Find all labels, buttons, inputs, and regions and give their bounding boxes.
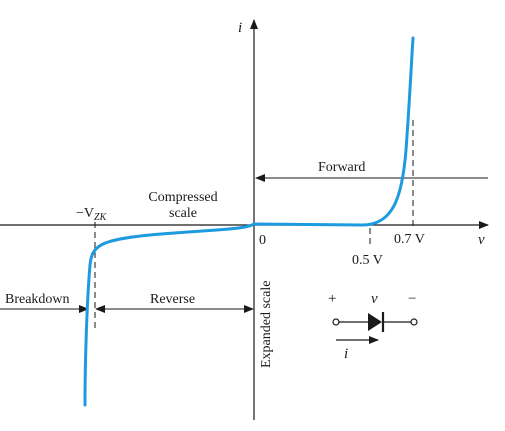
forward-label: Forward bbox=[318, 160, 365, 175]
tick-0-7v-label: 0.7 V bbox=[394, 232, 425, 247]
y-axis-label: i bbox=[238, 20, 242, 36]
iv-curve bbox=[83, 36, 415, 407]
tick-0-5v-label: 0.5 V bbox=[352, 253, 383, 268]
diode-plus-label: + bbox=[328, 291, 336, 307]
diode-triangle bbox=[368, 313, 382, 331]
diode-v-label: v bbox=[371, 291, 378, 307]
anode-terminal bbox=[332, 318, 340, 326]
breakdown-label: Breakdown bbox=[5, 292, 70, 307]
current-label: i bbox=[344, 346, 348, 362]
compressed-label-line2: scale bbox=[169, 206, 197, 221]
origin-label: 0 bbox=[259, 233, 266, 248]
x-axis-label: v bbox=[478, 232, 485, 248]
reverse-label: Reverse bbox=[150, 292, 195, 307]
compressed-label-line1: Compressed bbox=[148, 190, 217, 205]
vzk-label: −VZK bbox=[76, 206, 108, 223]
diode-minus-label: − bbox=[408, 291, 416, 307]
cathode-terminal bbox=[410, 318, 418, 326]
diode-symbol: + v − i bbox=[328, 291, 418, 362]
expanded-scale-label: Expanded scale bbox=[259, 281, 274, 368]
